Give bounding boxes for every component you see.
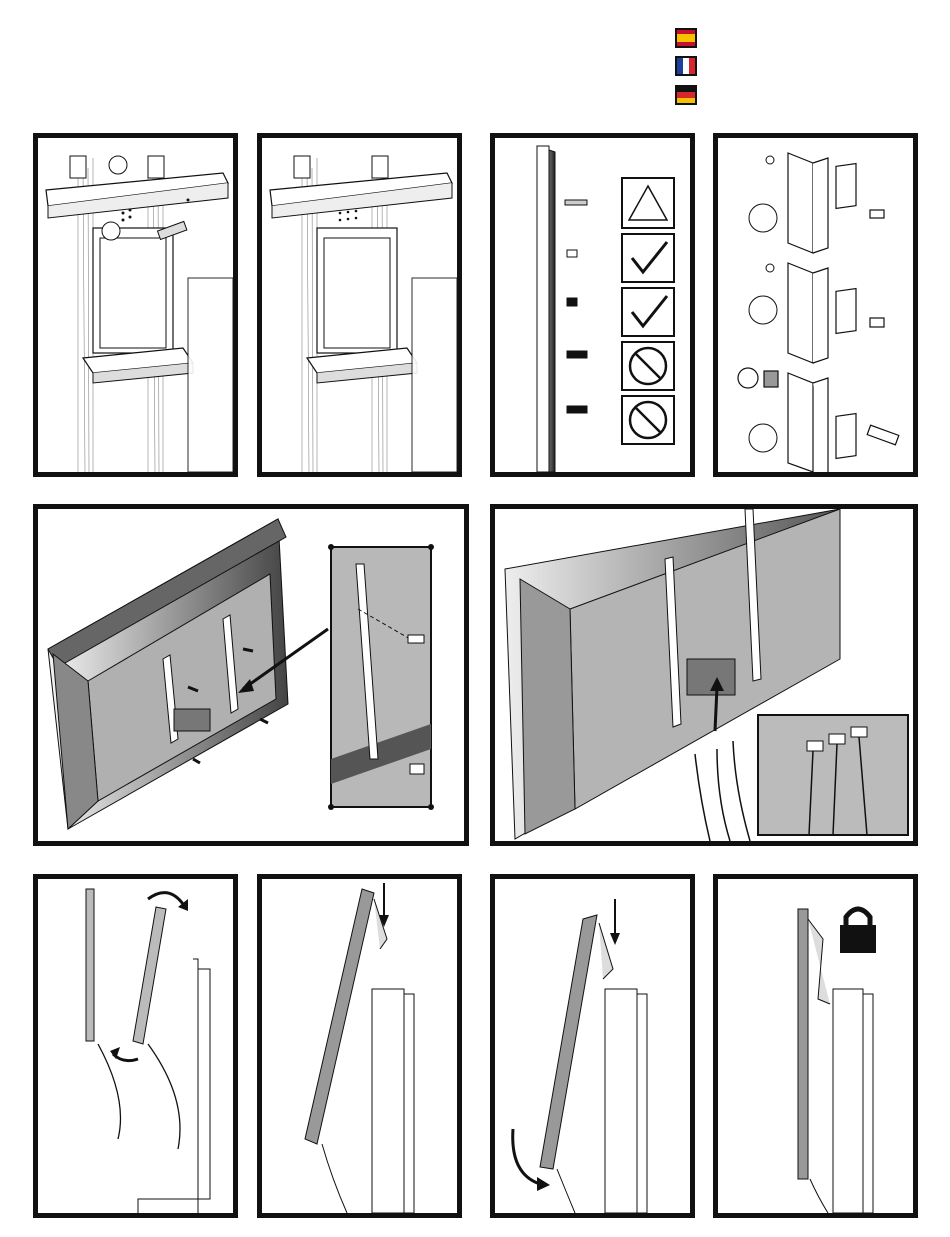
bracket-hardware-illustration [718,138,913,472]
step-attach-brackets-to-display [33,504,469,846]
arrow-icon [715,687,717,731]
spain-flag-icon [675,28,697,48]
step-hang-display [33,874,238,1218]
screw-check-illustration [495,138,690,472]
lock-display-illustration [718,879,913,1213]
step-frame-fasteners [33,133,238,477]
display-cables-illustration [495,509,913,841]
step-frame-assembled [257,133,462,477]
step-lock-display [713,874,918,1218]
display-brackets-illustration [38,509,464,841]
step-swing-display [490,874,695,1218]
step-lower-display [257,874,462,1218]
curved-arrow-icon [513,1129,540,1184]
lower-display-illustration [262,879,457,1213]
checkmark-icon [622,288,674,336]
frame-assembled-illustration [262,138,457,472]
step-connect-cables [490,504,918,846]
numbered-circle-icon [109,156,127,174]
checkmark-icon [622,234,674,282]
france-flag-icon [675,56,697,76]
numbered-circle-icon [102,222,120,240]
curved-arrow-icon [148,893,183,904]
hang-display-illustration [38,879,233,1213]
step-bracket-hardware-options [713,133,918,477]
step-screw-length-check [490,133,695,477]
frame-illustration [38,138,233,472]
numbered-circle-icon [749,204,777,232]
swing-display-illustration [495,879,690,1213]
germany-flag-icon [675,85,697,105]
numbered-circle-icon [749,296,777,324]
numbered-circle-icon [749,424,777,452]
padlock-icon [840,909,876,953]
